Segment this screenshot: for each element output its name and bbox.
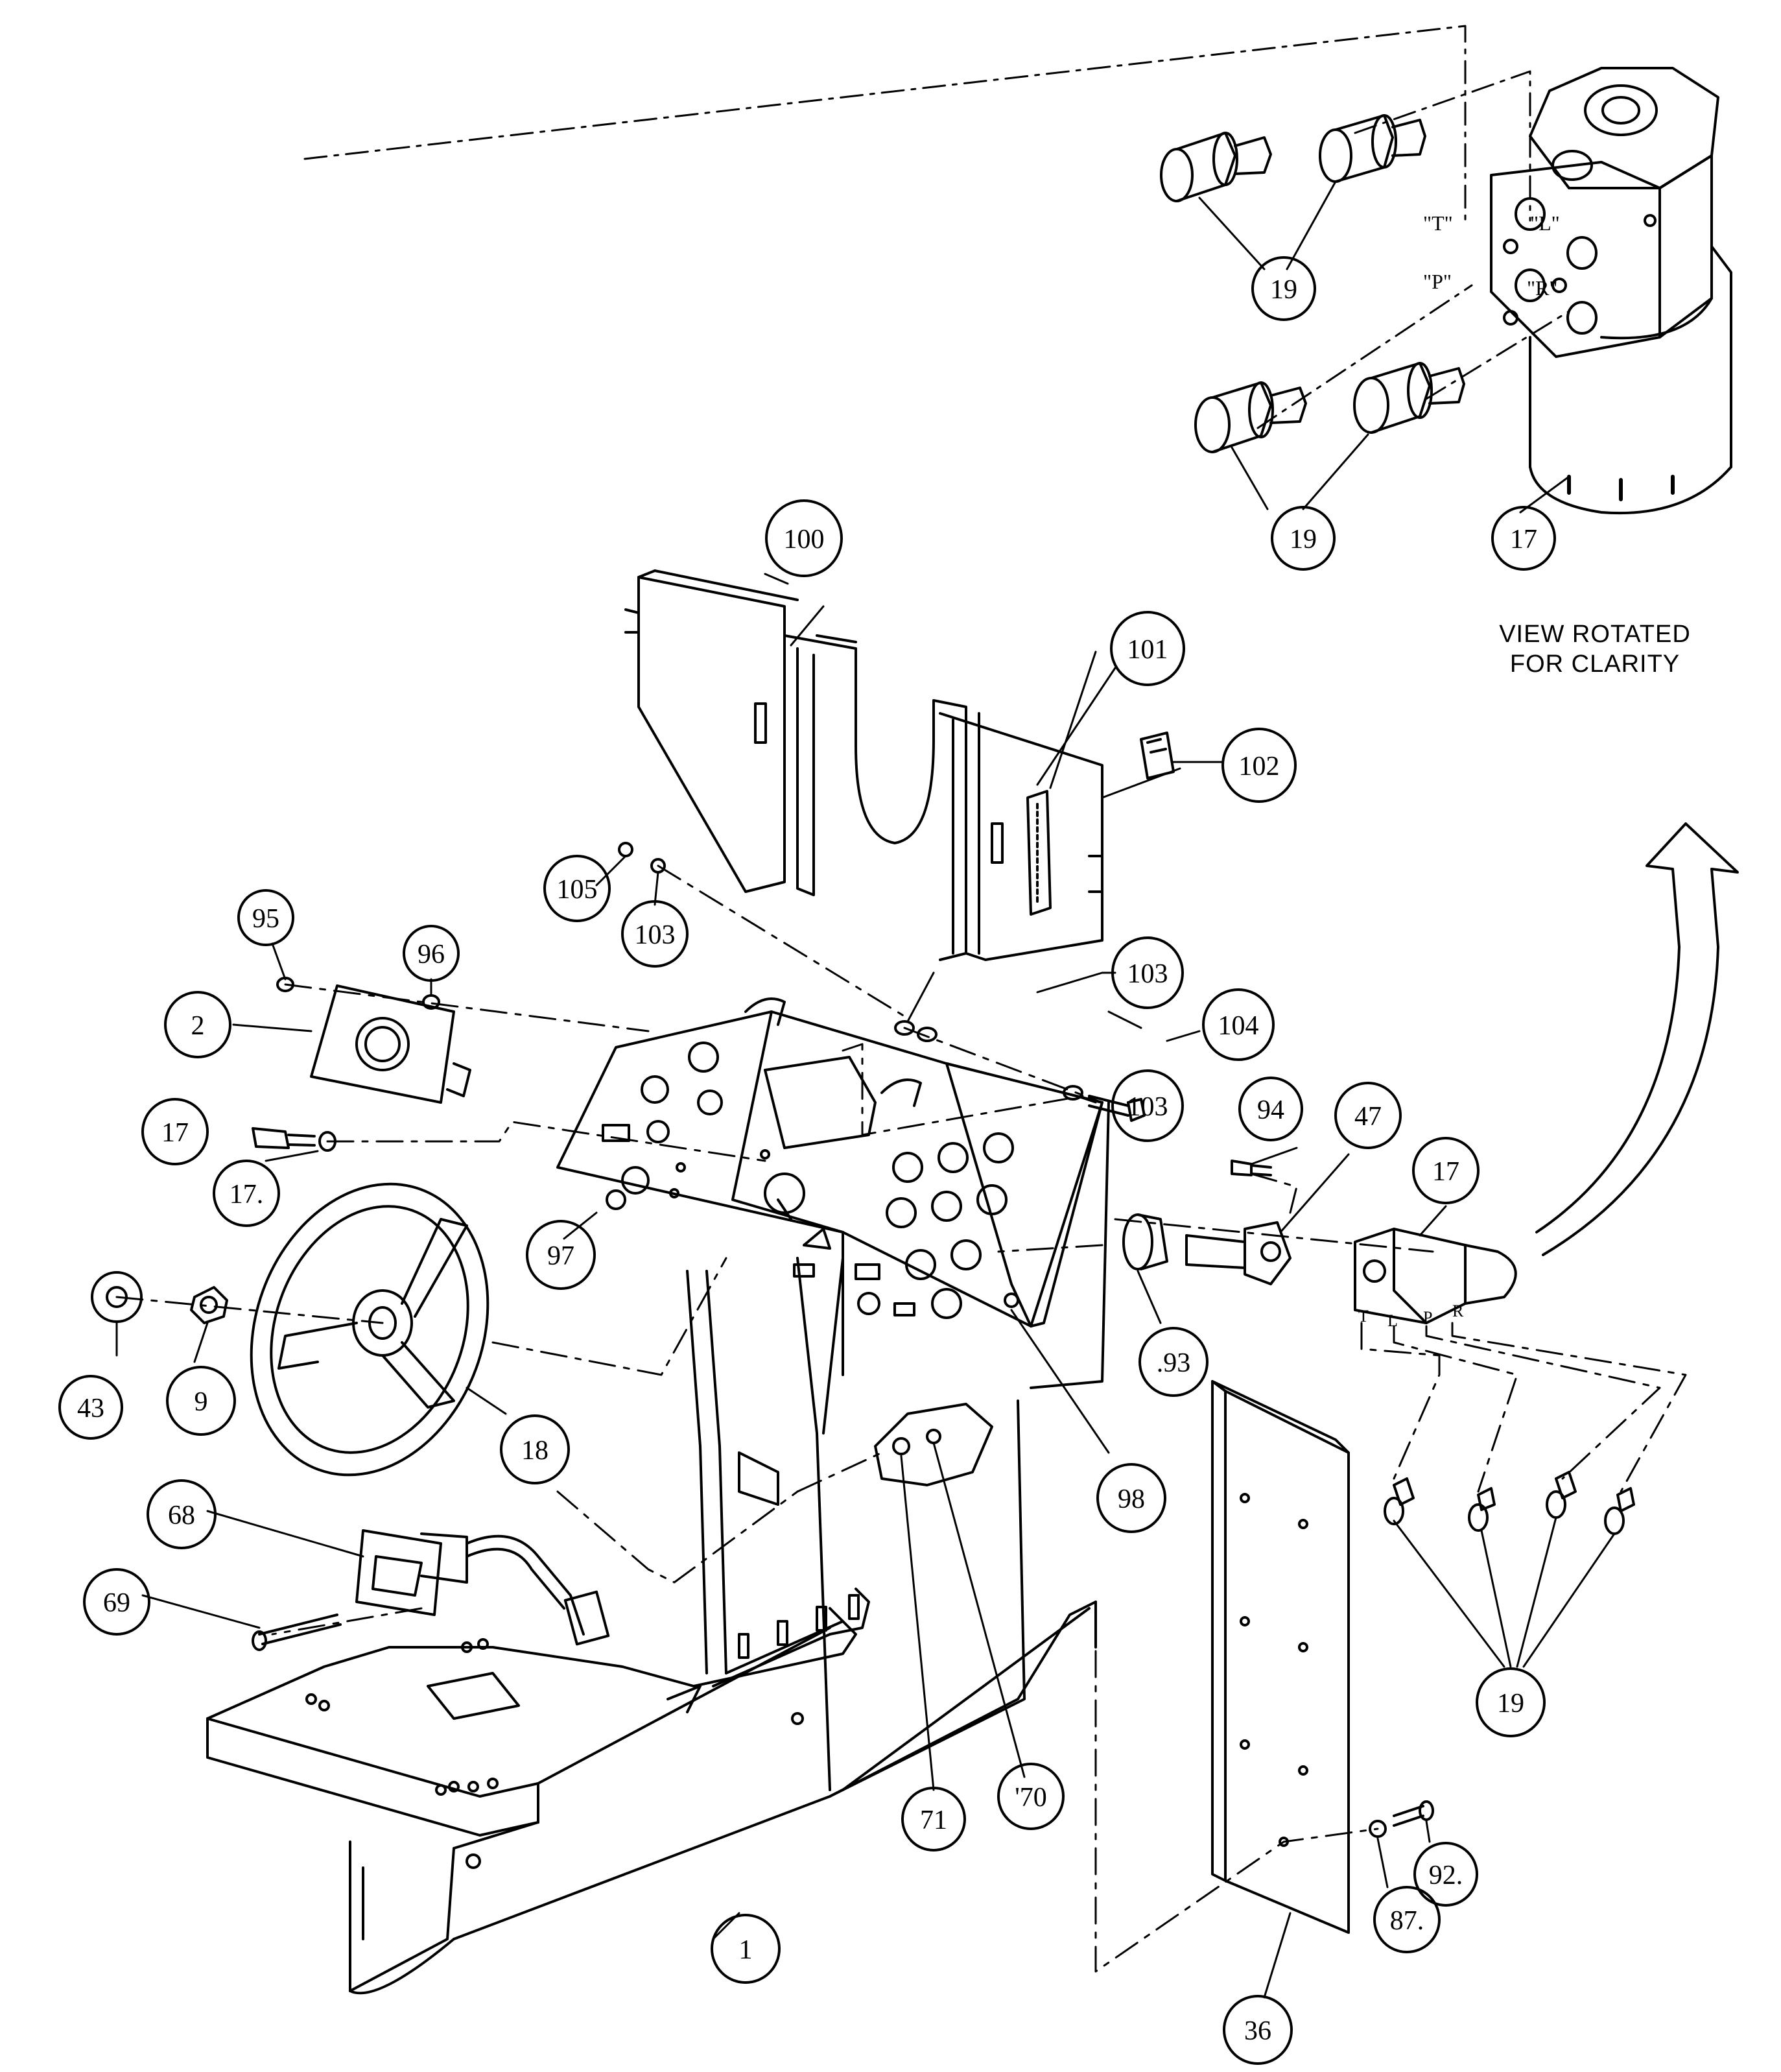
steering-wheel-18 [250, 1182, 489, 1477]
panel-36 [1211, 1380, 1350, 1934]
instrument-2 [310, 984, 471, 1104]
callout-circles [58, 256, 1556, 2065]
callout-87: 87. [1390, 1906, 1424, 1936]
callout-70: '70 [1015, 1783, 1047, 1813]
callout-103: 103 [1127, 959, 1168, 989]
callout-47: 47 [1354, 1102, 1382, 1132]
callout-2: 2 [191, 1011, 205, 1041]
callout-101: 101 [1127, 635, 1168, 665]
valve-body-17 [1490, 67, 1732, 515]
callout-100: 100 [784, 525, 825, 554]
port-letter-l: L [1387, 1311, 1398, 1330]
screw-87-92 [1369, 1800, 1434, 1838]
callout-71: 71 [920, 1805, 947, 1835]
fitting-19-d [1353, 362, 1465, 434]
port-labels: "T" "L" "P" "R" [1423, 211, 1560, 300]
callout-104: 104 [1218, 1011, 1259, 1041]
callout-96: 96 [418, 940, 445, 970]
port-letter-t: T [1358, 1307, 1369, 1326]
callout-105: 105 [557, 875, 598, 905]
callout-92: 92. [1429, 1861, 1463, 1890]
port-label-l: "L" [1530, 211, 1560, 235]
callout-36: 36 [1244, 2016, 1271, 2046]
nut-9 [190, 1286, 228, 1324]
assembly-lines [115, 864, 1687, 1973]
callout-17: 17 [161, 1118, 189, 1148]
small-hardware [252, 842, 1272, 1176]
column-stand-1 [206, 1257, 1097, 1995]
port-label-p: "P" [1423, 270, 1452, 293]
port-letter-r: R [1452, 1302, 1464, 1320]
callout-103: 103 [1127, 1092, 1168, 1122]
view-note-line2: FOR CLARITY [1509, 650, 1681, 678]
steering-valve-detail [303, 25, 1732, 515]
steering-column: T L P R [1122, 1213, 1517, 1330]
callout-17: 17 [1432, 1157, 1459, 1187]
callout-94: 94 [1257, 1095, 1284, 1125]
fitting-19-a [1160, 132, 1272, 202]
port-letter-p: P [1423, 1308, 1432, 1327]
bolt-69 [252, 1614, 342, 1651]
callout-43: 43 [77, 1394, 104, 1423]
port-label-t: "T" [1423, 211, 1453, 235]
view-note-line1: VIEW ROTATED [1499, 621, 1691, 648]
callout-95: 95 [252, 904, 279, 934]
socket-68 [355, 1529, 610, 1646]
callout-numbers: 19 19 17 100 101 102 105 103 95 96 2 103… [77, 275, 1537, 2046]
fittings-19-right [1384, 1471, 1635, 1535]
callout-98: 98 [1118, 1484, 1145, 1514]
callout-97: 97 [547, 1241, 574, 1271]
callout-102: 102 [1239, 752, 1280, 781]
callout-68: 68 [168, 1501, 195, 1530]
dash-panel [556, 997, 1110, 1389]
callout-17: 17 [1510, 525, 1537, 554]
callout-17: 17. [230, 1180, 264, 1209]
fitting-19-c [1194, 381, 1307, 453]
callout-18: 18 [521, 1436, 548, 1466]
rotation-arrow [1535, 822, 1739, 1256]
callout-9: 9 [195, 1387, 208, 1417]
callout-103: 103 [635, 920, 676, 950]
callout-19: 19 [1497, 1689, 1524, 1719]
callout-93: .93 [1157, 1348, 1191, 1378]
callout-69: 69 [103, 1588, 130, 1618]
callout-leaders [115, 180, 1616, 1999]
fitting-19-b [1319, 114, 1426, 183]
callout-1: 1 [739, 1935, 753, 1965]
port-label-r: "R" [1527, 276, 1557, 300]
callout-19: 19 [1270, 275, 1297, 305]
view-rotated-note: VIEW ROTATED FOR CLARITY [1413, 619, 1776, 679]
control-box-cover [624, 569, 1181, 961]
callout-19: 19 [1290, 525, 1317, 554]
